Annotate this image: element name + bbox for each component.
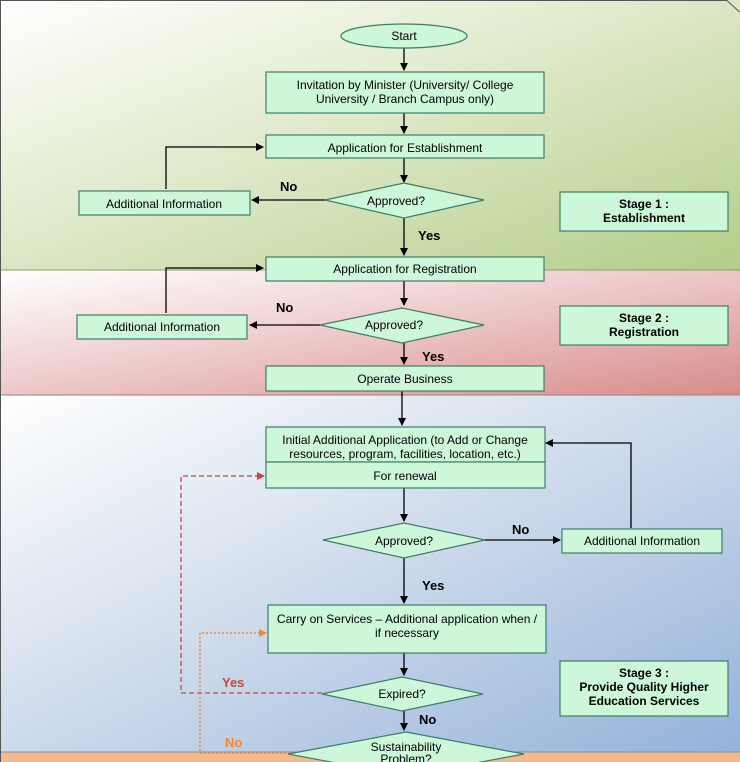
application-registration-node: Application for Registration [265,256,545,282]
svg-text:Application for Registration: Application for Registration [333,262,476,276]
edge-label-yes: Yes [418,228,440,243]
edge-label-no-sustainability: No [225,735,242,750]
approved-decision-2: Approved? [319,307,485,344]
svg-text:Stage 2 :: Stage 2 : [619,311,669,325]
sustainability-loop-connector [199,629,290,754]
renewal-loop-connector [180,472,322,694]
svg-text:resources, program, facilities: resources, program, facilities, location… [289,447,520,461]
approved-decision-3: Approved? [322,522,486,559]
svg-text:Invitation by Minister (Univer: Invitation by Minister (University/ Coll… [297,78,514,92]
additional-information-node-1: Additional Information [78,190,251,216]
svg-text:For renewal: For renewal [373,469,436,483]
svg-text:Approved?: Approved? [367,194,425,208]
edge-label-no: No [280,179,297,194]
svg-text:Stage 3 :: Stage 3 : [619,666,669,680]
for-renewal-node: For renewal [265,461,546,489]
svg-text:Additional Information: Additional Information [584,534,700,548]
svg-text:Education Services: Education Services [589,694,700,708]
svg-text:Additional Information: Additional Information [104,320,220,334]
connector [165,264,264,313]
start-node: Start [340,23,468,49]
svg-text:Initial Additional Application: Initial Additional Application (to Add o… [282,433,528,447]
additional-information-node-3: Additional Information [561,528,723,554]
edge-label-no: No [276,300,293,315]
stage2-label: Stage 2 : Registration [559,305,729,346]
stage1-label: Stage 1 : Establishment [559,191,729,232]
approved-decision-1: Approved? [324,182,485,219]
edge-label-no: No [512,522,529,537]
sustainability-decision: Sustainability Problem? [287,731,525,762]
edge-label-yes: Yes [422,578,444,593]
connector [165,143,264,189]
stage3-label: Stage 3 : Provide Quality Higher Educati… [559,660,729,717]
svg-text:Start: Start [391,29,417,43]
svg-text:if necessary: if necessary [375,626,439,640]
svg-text:Additional Information: Additional Information [106,197,222,211]
svg-text:Application for Establishment: Application for Establishment [328,141,483,155]
svg-text:Stage 1 :: Stage 1 : [619,197,669,211]
edge-label-yes-expired: Yes [222,675,244,690]
svg-text:Approved?: Approved? [375,534,433,548]
svg-text:Sustainability: Sustainability [371,740,442,754]
expired-decision: Expired? [321,676,484,712]
svg-text:Problem?: Problem? [380,752,432,762]
carry-on-services-node: Carry on Services – Additional applicati… [267,604,547,654]
application-establishment-node: Application for Establishment [265,134,545,159]
edge-label-yes: Yes [422,349,444,364]
svg-text:Operate Business: Operate Business [357,372,452,386]
initial-additional-application-node: Initial Additional Application (to Add o… [265,426,546,463]
svg-text:Registration: Registration [609,325,679,339]
svg-text:Expired?: Expired? [378,687,426,701]
svg-text:Carry on Services – Additional: Carry on Services – Additional applicati… [277,612,538,626]
operate-business-node: Operate Business [265,365,545,392]
edge-label-no-expired: No [419,712,436,727]
svg-text:University / Branch Campus onl: University / Branch Campus only) [316,92,494,106]
svg-text:Approved?: Approved? [365,318,423,332]
additional-information-node-2: Additional Information [76,314,248,340]
connector [545,439,632,528]
svg-text:Provide Quality Higher: Provide Quality Higher [579,680,709,694]
invitation-node: Invitation by Minister (University/ Coll… [265,71,545,114]
svg-text:Establishment: Establishment [603,211,685,225]
